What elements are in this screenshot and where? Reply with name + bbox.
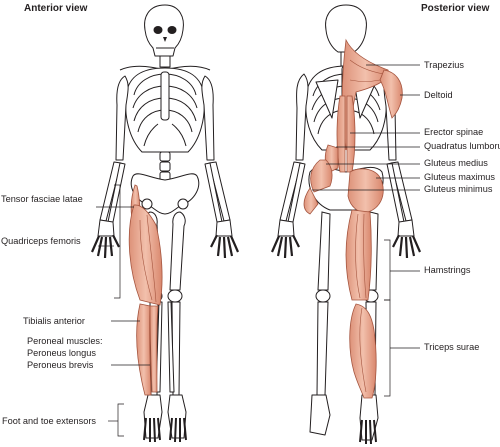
label-gluteus-minimus: Gluteus minimus: [424, 184, 493, 194]
label-hamstrings: Hamstrings: [424, 265, 471, 275]
hamstrings-muscle: [345, 209, 372, 301]
posterior-view-title: Posterior view: [421, 3, 490, 14]
gluteus-maximus-muscle: [347, 168, 384, 213]
anterior-view-title: Anterior view: [24, 3, 88, 14]
leader-lines: [96, 64, 420, 437]
posterior-muscles: [303, 38, 403, 399]
label-gluteus-maximus: Gluteus maximus: [424, 172, 495, 182]
anterior-muscles: [128, 184, 163, 396]
label-gluteus-medius: Gluteus medius: [424, 158, 488, 168]
label-peroneus-brevis: Peroneus brevis: [27, 360, 94, 370]
label-trapezius: Trapezius: [424, 60, 464, 70]
deltoid-muscle: [379, 69, 403, 119]
label-tibialis-anterior: Tibialis anterior: [23, 316, 85, 326]
gluteus-minimus-muscle: [303, 187, 319, 215]
label-foot-and-toe-extensors: Foot and toe extensors: [2, 416, 96, 426]
tibialis-anterior-muscle: [136, 303, 152, 396]
peroneal-muscles: [149, 305, 159, 393]
label-peroneal-muscles: Peroneal muscles:: [27, 336, 103, 346]
anterior-skeleton: [90, 4, 240, 443]
label-deltoid: Deltoid: [424, 90, 453, 100]
label-quadriceps-femoris: Quadriceps femoris: [1, 236, 81, 246]
label-quadratus-lumborum: Quadratus lumborum: [424, 141, 500, 151]
label-erector-spinae: Erector spinae: [424, 127, 484, 137]
triceps-surae-muscle: [349, 303, 377, 399]
label-triceps-surae: Triceps surae: [424, 342, 480, 352]
label-tensor-fasciae-latae: Tensor fasciae latae: [1, 194, 83, 204]
label-peroneus-longus: Peroneus longus: [27, 348, 96, 358]
